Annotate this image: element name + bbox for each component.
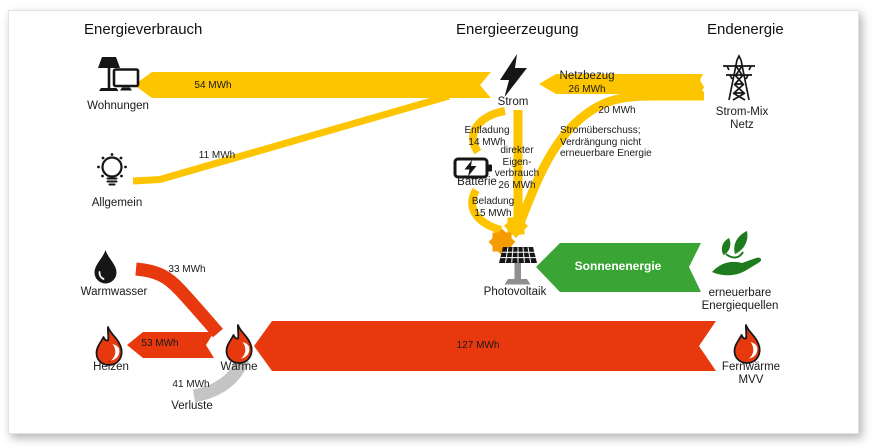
flow-ueberschuss-band [514,91,704,228]
node-label-erneuerbare: erneuerbare Energiequellen [701,287,779,313]
hand-leaves-icon [712,231,762,276]
flow-netzbezug-band [539,74,704,94]
flow-label-netzbezug: Netzbezug [559,70,615,82]
flow-label-127mwh: 127 MWh [456,340,500,351]
node-label-heizen: Heizen [93,361,129,373]
droplet-icon [94,250,117,284]
lightning-icon [500,54,527,97]
flow-eigenverbrauch-band [513,110,523,229]
flow-label-eigenverbrauch: direkter Eigen- verbrauch 26 MWh [494,145,540,191]
flow-verluste-band [192,356,250,403]
flame-icon [733,324,761,364]
flow-label-20mwh: 20 MWh [598,105,636,116]
flow-label-33mwh: 33 MWh [168,264,206,275]
header-energieverbrauch: Energieverbrauch [84,21,203,38]
flow-sonnenenergie-band [536,243,701,292]
flow-label-54mwh: 54 MWh [194,80,232,91]
solar-panel-icon [499,247,537,285]
flow-label-entladung: Entladung 14 MWh [464,125,510,148]
node-label-photovoltaik: Photovoltaik [483,286,547,298]
node-label-warmwasser: Warmwasser [80,286,148,298]
power-pylon-icon [723,54,755,101]
node-label-allgemein: Allgemein [91,197,143,209]
sunburst-icon [503,213,529,239]
lightbulb-icon [97,153,127,186]
flow-label-53mwh: 53 MWh [141,338,179,349]
flow-label-beladung: Beladung 15 MWh [471,196,515,219]
header-energieerzeugung: Energieerzeugung [456,21,579,38]
node-label-strom-mix-netz: Strom-Mix Netz [715,106,769,132]
lamp-tv-icon [98,57,140,91]
flow-strom-allgemein-band [132,92,450,185]
flow-waerme-warmwasser-band [135,262,223,338]
node-label-fernwaerme: Fernwärme MVV [721,361,781,387]
node-label-verluste: Verluste [171,400,213,412]
node-label-wohnungen: Wohnungen [87,100,149,112]
node-label-strom: Strom [497,96,529,108]
flow-note-stromueberschuss: Stromüberschuss; Verdrängung nicht erneu… [560,125,652,159]
node-label-waerme: Wärme [220,361,258,373]
flow-entladung-band [469,107,506,155]
flow-beladung-band [468,187,503,234]
flow-strom-wohnungen-band [134,72,491,98]
flow-fernwaerme-waerme-band [254,321,716,371]
flow-label-41mwh: 41 MWh [172,379,210,390]
flow-label-11mwh: 11 MWh [198,150,236,161]
flow-waerme-heizen-band [127,332,214,358]
header-endenergie: Endenergie [707,21,784,38]
flow-label-sonnenenergie: Sonnenenergie [574,259,662,273]
node-label-batterie: Batterie [457,176,497,188]
flame-icon [95,326,123,366]
flow-label-26mwh-netz: 26 MWh [568,84,606,95]
battery-icon [453,157,492,179]
flame-icon [225,324,253,364]
